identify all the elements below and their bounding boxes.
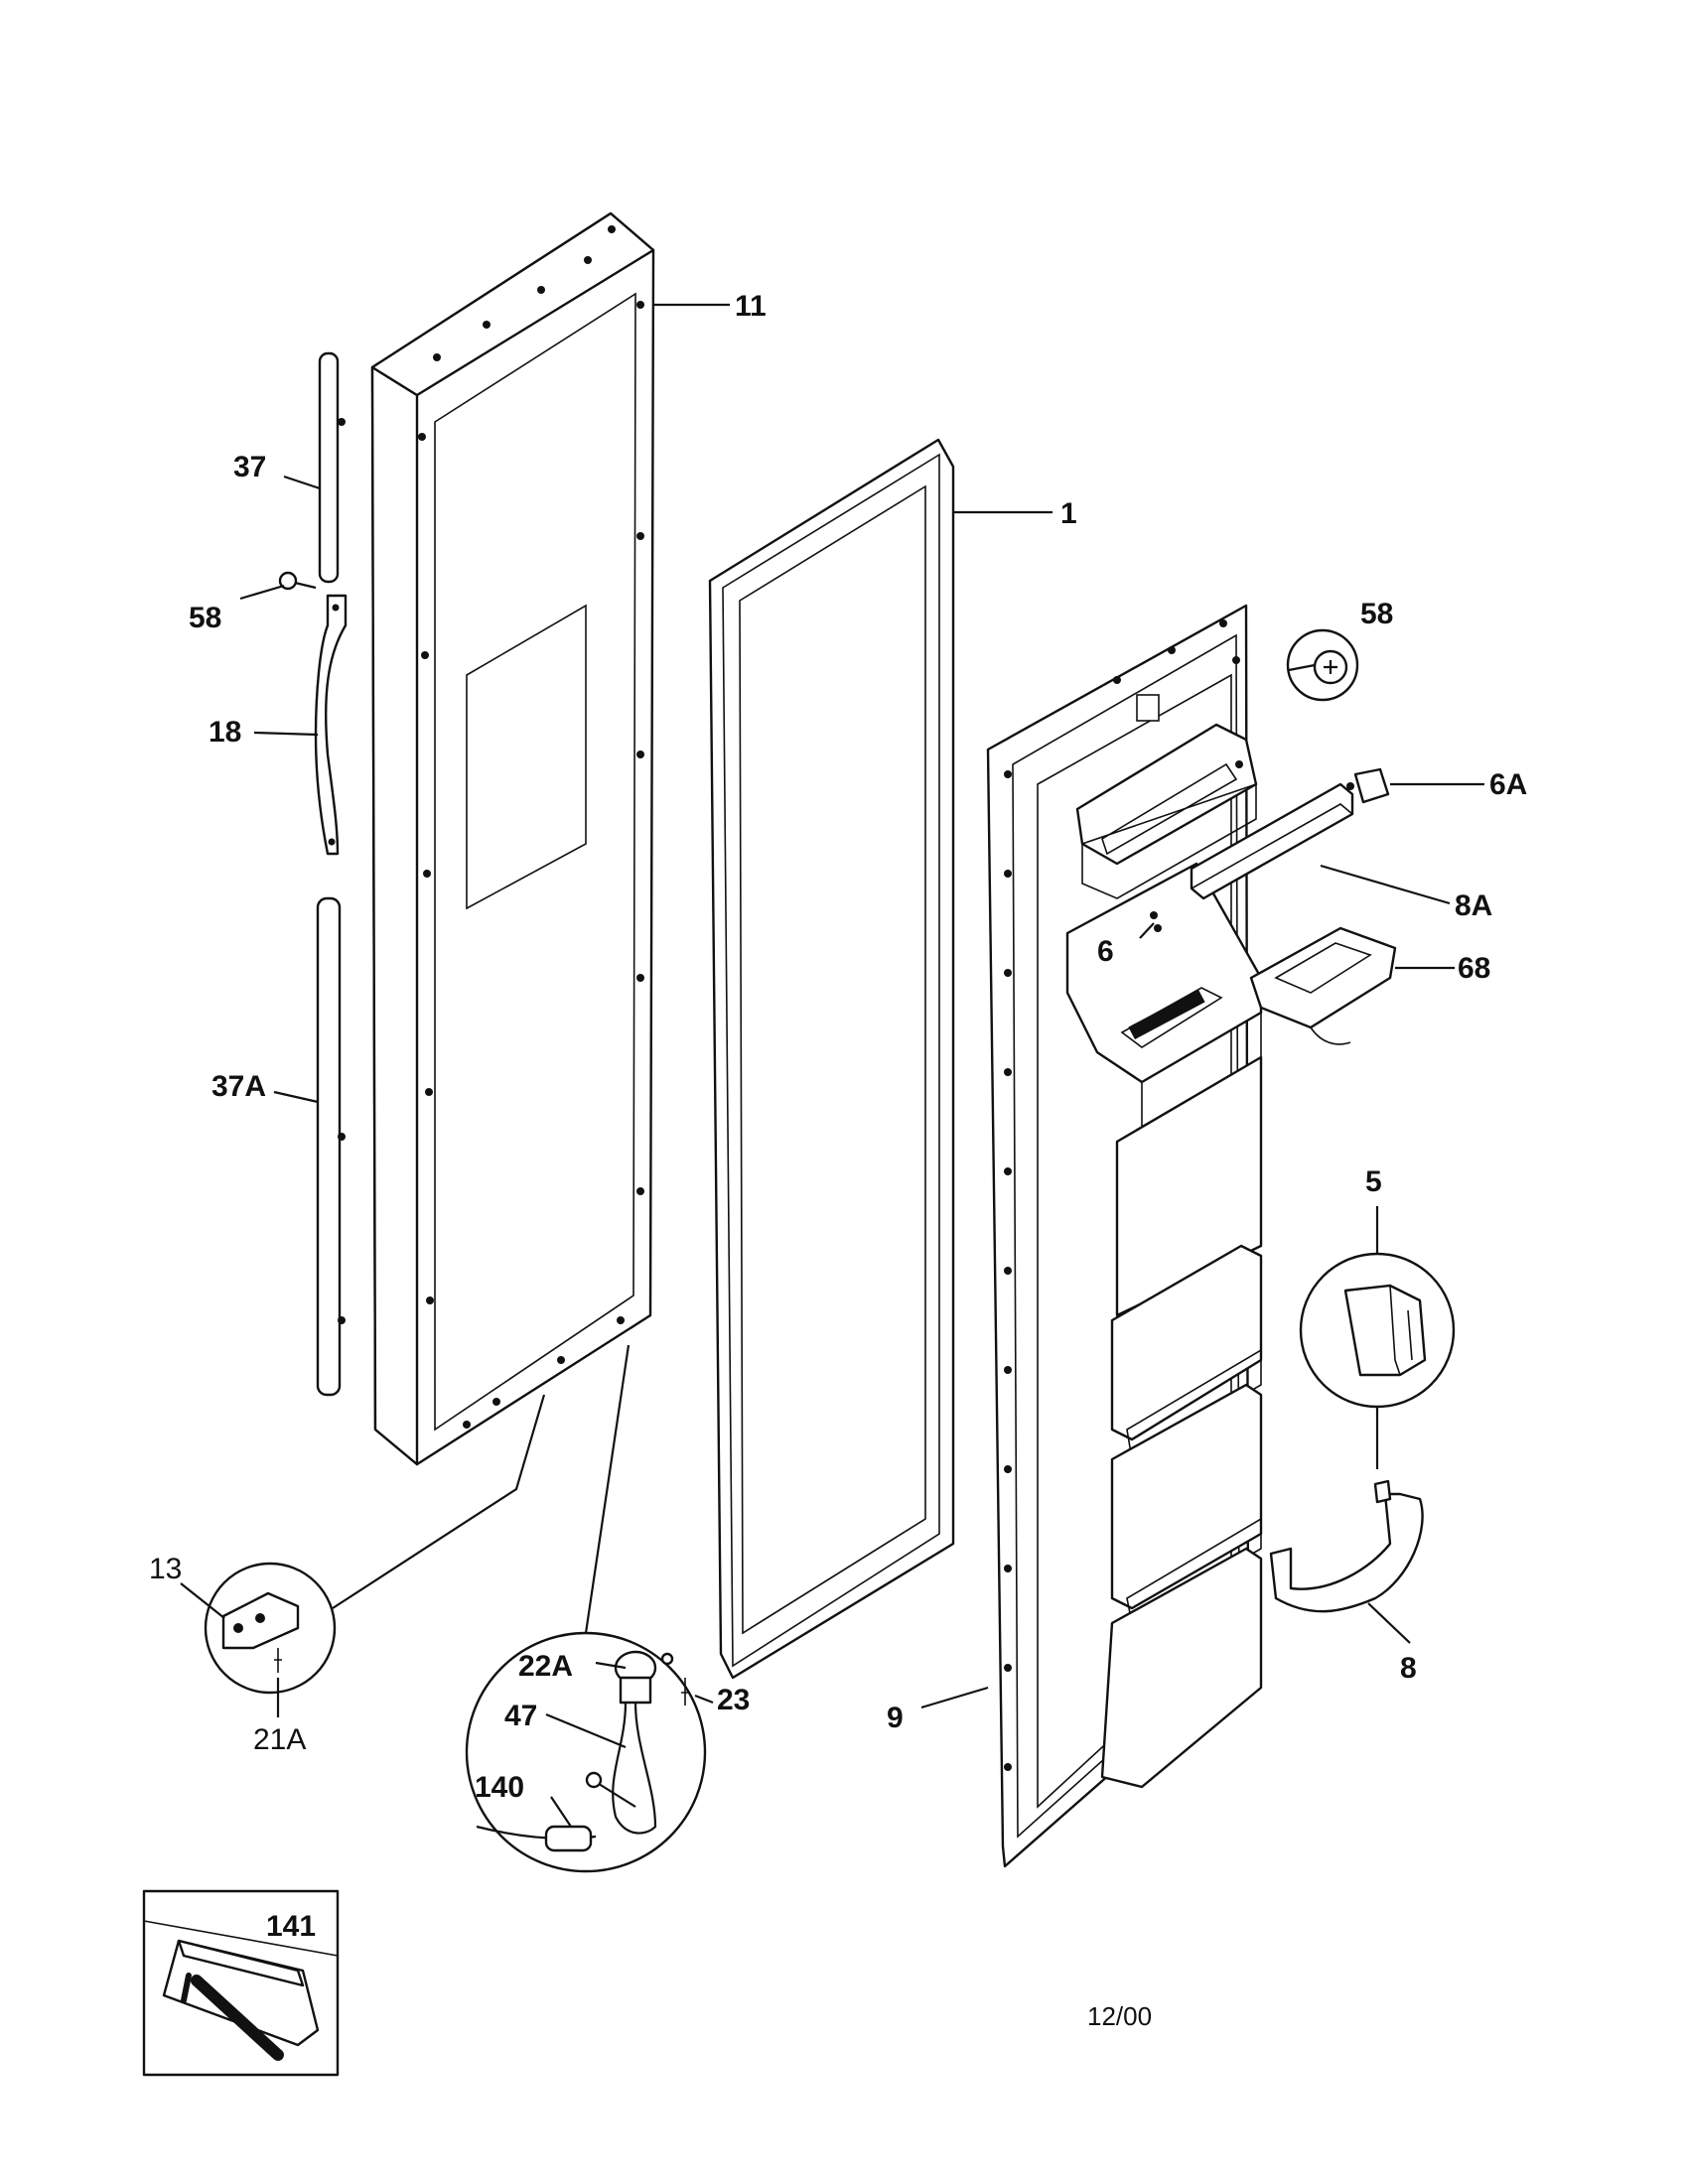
door-gasket-part-1	[708, 438, 955, 1680]
callout-8a: 8A	[1455, 889, 1492, 922]
callout-37a: 37A	[211, 1070, 266, 1103]
callout-58-left: 58	[189, 602, 221, 634]
inset-part-141	[142, 1889, 340, 2077]
bar-part-8a	[1190, 782, 1354, 900]
callout-22a: 22A	[518, 1650, 573, 1683]
handle-part-18	[314, 594, 348, 856]
callout-6: 6	[1097, 935, 1114, 968]
callout-5: 5	[1365, 1165, 1382, 1198]
screw-part-6	[1150, 911, 1162, 932]
callout-1: 1	[1060, 497, 1077, 530]
bracket-part-13-detail	[204, 1394, 546, 1695]
trim-strip-part-37	[318, 351, 346, 584]
callout-9: 9	[887, 1702, 904, 1734]
callout-37: 37	[233, 451, 266, 483]
leader-lines	[180, 303, 1484, 1828]
bracket-part-8	[1269, 1479, 1424, 1613]
callout-140: 140	[475, 1771, 524, 1804]
revision-date: 12/00	[1087, 2001, 1152, 2031]
screw-part-58-right	[1286, 628, 1359, 702]
callout-18: 18	[209, 716, 241, 749]
clip-part-5-detail	[1299, 1252, 1456, 1469]
clip-part-6a	[1346, 767, 1390, 804]
callout-6a: 6A	[1489, 768, 1527, 801]
callout-47: 47	[504, 1700, 537, 1732]
callout-141: 141	[266, 1910, 316, 1943]
callout-68: 68	[1458, 952, 1490, 985]
callout-21a: 21A	[253, 1723, 306, 1756]
tray-part-68	[1249, 926, 1397, 1045]
callout-58-right: 58	[1360, 598, 1393, 630]
door-frame-part-11	[370, 211, 655, 1466]
callout-13: 13	[149, 1553, 182, 1585]
trim-strip-part-37a	[316, 896, 346, 1397]
screw-part-58-left	[278, 571, 317, 591]
callout-23: 23	[717, 1684, 750, 1716]
door-liner-part-9	[986, 604, 1263, 1868]
callout-11: 11	[735, 290, 767, 323]
light-switch-detail	[465, 1344, 707, 1873]
callout-8: 8	[1400, 1652, 1417, 1685]
